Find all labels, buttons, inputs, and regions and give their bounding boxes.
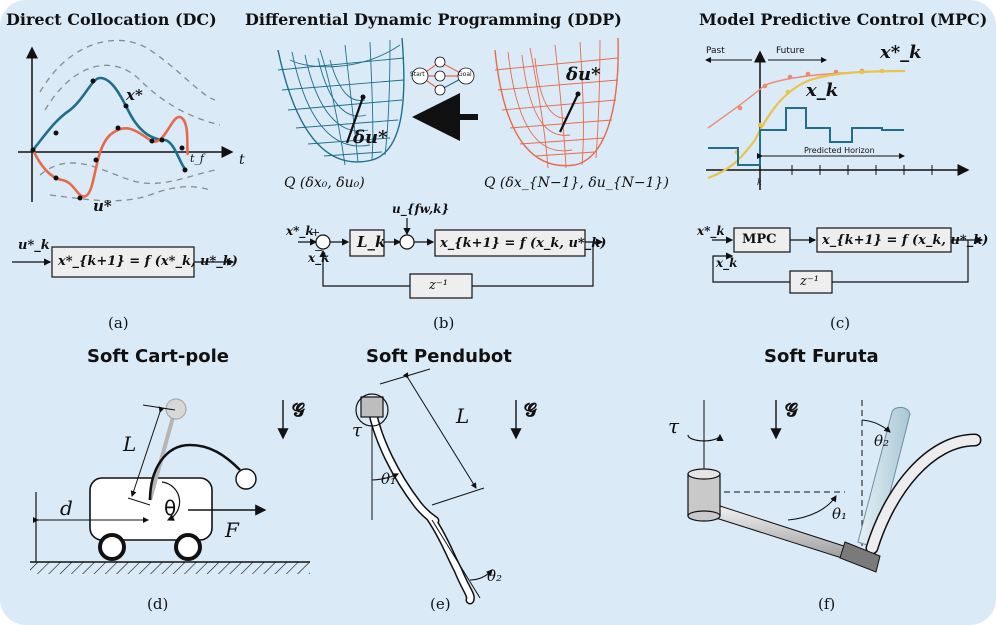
caption-c: (c) xyxy=(830,314,851,332)
cartpole-theta-label: θ xyxy=(164,496,177,520)
mpc-xstar-label: x*_k xyxy=(880,42,922,63)
pendubot-theta2-label: θ₂ xyxy=(487,567,503,585)
dc-block-diagram xyxy=(12,246,235,278)
dc-xstar-label: x* xyxy=(126,86,143,104)
cartpole-title: Soft Cart-pole xyxy=(87,346,229,367)
mpc-block-label: MPC xyxy=(742,232,777,247)
mpc-horizon-label: Predicted Horizon xyxy=(804,146,875,155)
ddp-left-surface xyxy=(277,37,405,166)
ddp-right-du-label: δu* xyxy=(566,64,601,85)
ddp-title: Differential Dynamic Programming (DDP) xyxy=(245,10,622,29)
pendubot-tau-label: τ xyxy=(352,420,362,441)
dc-tf-label: t_f xyxy=(190,152,204,165)
caption-e: (e) xyxy=(430,595,451,613)
caption-b: (b) xyxy=(433,314,455,332)
furuta-tau-label: τ xyxy=(668,414,680,438)
pendubot-theta1-label: θ₁ xyxy=(381,470,397,488)
pendubot-gravity-label: 𝓖 xyxy=(524,400,537,421)
pendubot-diagram xyxy=(355,368,522,605)
mpc-past-label: Past xyxy=(706,46,725,56)
mpc-future-label: Future xyxy=(776,46,805,56)
cartpole-diagram xyxy=(30,398,310,574)
ddp-graph-icon xyxy=(411,56,475,96)
ddp-left-du-arrow xyxy=(345,96,365,144)
cartpole-d-label: d xyxy=(60,496,73,520)
dc-block-label: x*_{k+1} = f (x*_k, u*_k) xyxy=(58,254,238,269)
ddp-delay-label: z⁻¹ xyxy=(429,278,448,293)
cartpole-F-label: F xyxy=(225,518,239,542)
furuta-gravity-label: 𝓖 xyxy=(785,400,798,421)
furuta-title: Soft Furuta xyxy=(764,346,879,367)
ddp-goal-label: Goal xyxy=(458,71,472,78)
dc-input-label: u*_k xyxy=(18,238,50,253)
caption-d: (d) xyxy=(147,595,169,613)
dc-t-label: t xyxy=(239,152,245,168)
ddp-q-right: Q (δx_{N−1}, δu_{N−1}) xyxy=(484,175,669,191)
pendubot-title: Soft Pendubot xyxy=(366,346,512,367)
caption-f: (f) xyxy=(818,595,836,613)
mpc-plot xyxy=(705,50,970,190)
dc-title: Direct Collocation (DC) xyxy=(6,10,217,29)
ddp-gain-label: L_k xyxy=(357,233,386,251)
mpc-xk-label: x_k xyxy=(806,80,839,101)
ddp-plant-label: x_{k+1} = f (x_k, u*_k) xyxy=(440,236,607,251)
mpc-block-diagram xyxy=(712,227,984,294)
ddp-ufw-label: u_{fw,k} xyxy=(392,202,450,216)
furuta-theta1-label: θ₁ xyxy=(832,505,848,523)
ddp-xstar-input: x*_k xyxy=(286,224,314,238)
cartpole-gravity-label: 𝓖 xyxy=(292,400,305,421)
furuta-diagram xyxy=(687,400,982,573)
dc-ustar-label: u* xyxy=(93,197,112,215)
ddp-left-du-label: δu* xyxy=(353,127,388,148)
mpc-k-label: k xyxy=(757,178,762,187)
cartpole-L-label: L xyxy=(123,432,137,456)
mpc-delay-label: z⁻¹ xyxy=(800,274,819,289)
ddp-right-surface xyxy=(494,37,619,169)
pendubot-L-label: L xyxy=(456,404,470,428)
mpc-xk-feedback: x_k xyxy=(716,256,738,270)
ddp-plus-sign: + xyxy=(311,226,321,239)
ddp-right-du-arrow xyxy=(559,93,579,133)
furuta-theta2-label: θ₂ xyxy=(874,432,890,450)
ddp-minus-sign: − xyxy=(314,244,324,257)
mpc-plant-label: x_{k+1} = f (x_k, u*_k) xyxy=(822,233,989,248)
dc-plot xyxy=(18,39,234,202)
ddp-start-label: Start xyxy=(410,71,425,78)
mpc-xstar-input: x*_k xyxy=(697,224,725,238)
mpc-title: Model Predictive Control (MPC) xyxy=(699,10,988,29)
ddp-q-left: Q (δx₀, δu₀) xyxy=(284,175,365,191)
ddp-block-diagram xyxy=(298,218,604,299)
ddp-xk-feedback: x_k xyxy=(308,251,330,265)
caption-a: (a) xyxy=(108,314,129,332)
